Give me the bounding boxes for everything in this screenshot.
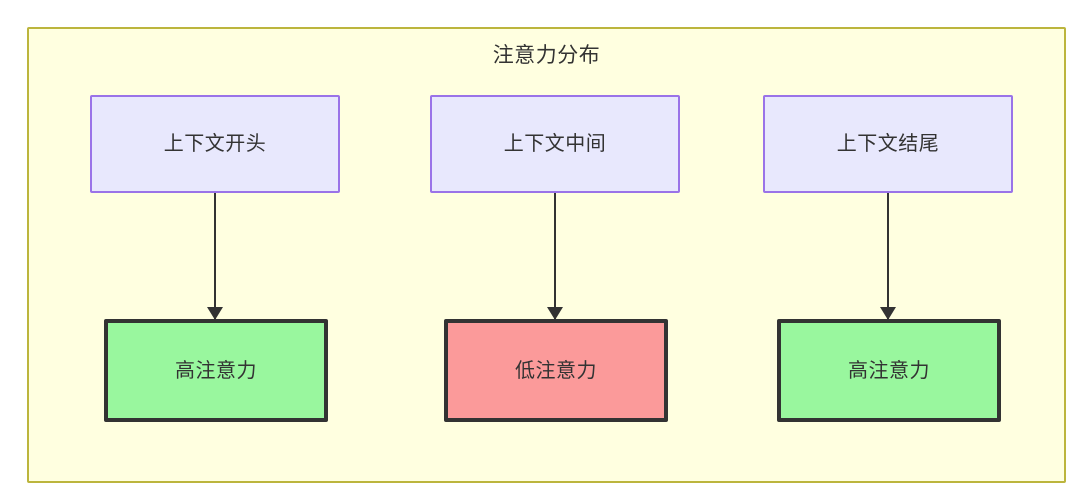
node-low-attention-middle-label: 低注意力 xyxy=(515,359,597,382)
subgraph-title: 注意力分布 xyxy=(492,44,601,67)
arrow-down-icon xyxy=(207,307,223,320)
node-context-start[interactable]: 上下文开头 xyxy=(90,95,340,193)
arrow-down-icon xyxy=(547,307,563,320)
node-high-attention-end-label: 高注意力 xyxy=(848,359,930,382)
node-low-attention-middle[interactable]: 低注意力 xyxy=(444,319,668,422)
flow-column-context-start: 上下文开头 高注意力 xyxy=(90,29,340,481)
attention-distribution-subgraph: 注意力分布 上下文开头 高注意力 上下文中间 低注意力 xyxy=(27,27,1066,483)
edge-context-middle-to-attention xyxy=(547,193,563,320)
edge-context-end-to-attention xyxy=(880,193,896,320)
node-context-end[interactable]: 上下文结尾 xyxy=(763,95,1013,193)
node-high-attention-start-label: 高注意力 xyxy=(175,359,257,382)
flow-column-context-end: 上下文结尾 高注意力 xyxy=(763,29,1013,481)
node-context-middle[interactable]: 上下文中间 xyxy=(430,95,680,193)
node-high-attention-start[interactable]: 高注意力 xyxy=(104,319,328,422)
edge-context-start-to-attention xyxy=(207,193,223,320)
node-context-middle-label: 上下文中间 xyxy=(503,133,607,155)
node-high-attention-end[interactable]: 高注意力 xyxy=(777,319,1001,422)
arrow-down-icon xyxy=(880,307,896,320)
node-context-start-label: 上下文开头 xyxy=(163,133,267,155)
flow-column-context-middle: 上下文中间 低注意力 xyxy=(430,29,680,481)
node-context-end-label: 上下文结尾 xyxy=(836,133,940,155)
